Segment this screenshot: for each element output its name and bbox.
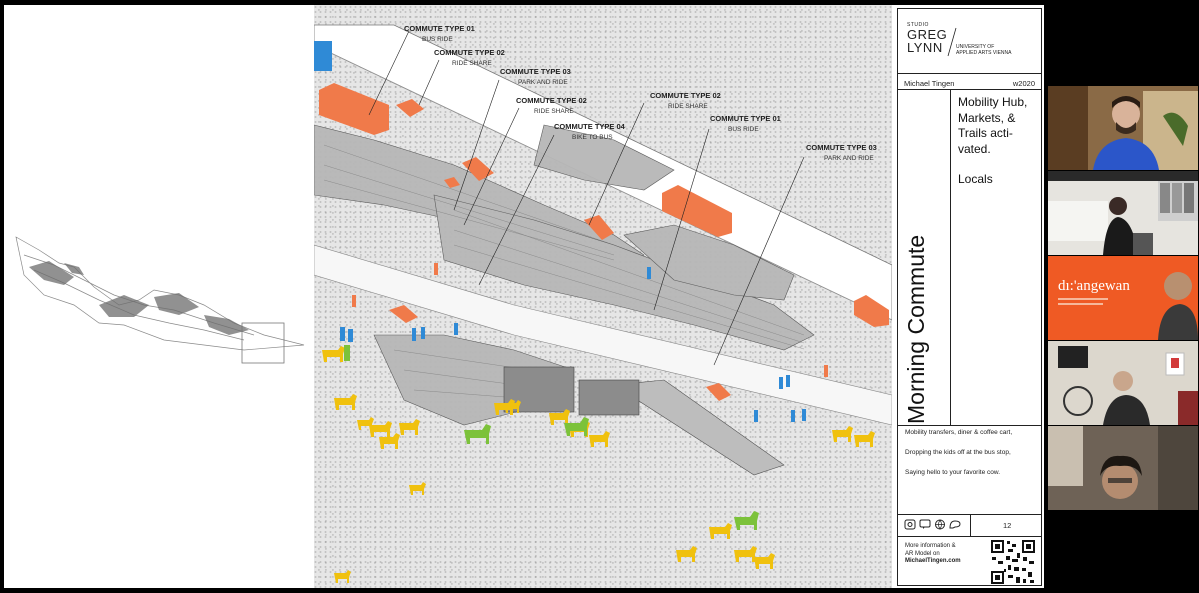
video-feed	[1048, 341, 1198, 425]
logo-univ-line2: APPLIED ARTS VIENNA	[956, 49, 1012, 56]
logo-univ-line1: UNIVERSITY OF	[956, 44, 995, 50]
canopy	[433, 194, 815, 351]
callout-commute-type-03: COMMUTE TYPE 03 PARK AND RIDE	[500, 68, 571, 86]
logo-university-text: UNIVERSITY OF APPLIED ARTS VIENNA	[956, 44, 1016, 57]
story-line-2: Dropping the kids off at the bus stop,	[905, 449, 1011, 456]
callout-subtitle: BUS RIDE	[422, 35, 453, 43]
callout-title: COMMUTE TYPE 02	[434, 48, 505, 57]
page-number: 12	[1003, 521, 1012, 530]
callout-title: COMMUTE TYPE 04	[554, 122, 625, 131]
social-icons	[904, 519, 962, 530]
callout-commute-type-02c: COMMUTE TYPE 02 RIDE SHARE	[650, 92, 721, 110]
canopy	[623, 224, 795, 301]
callout-title: COMMUTE TYPE 02	[516, 96, 587, 105]
panel-subheadline: Locals	[958, 172, 993, 186]
chat-icon[interactable]	[919, 519, 932, 530]
horses	[344, 345, 759, 530]
people	[340, 267, 806, 422]
callout-title: COMMUTE TYPE 01	[404, 24, 475, 33]
callout-commute-type-02: COMMUTE TYPE 02 RIDE SHARE	[434, 49, 505, 67]
rhino-icon[interactable]	[949, 519, 962, 530]
logo-slash-icon	[947, 27, 957, 57]
callout-commute-type-01b: COMMUTE TYPE 01 BUS RIDE	[710, 115, 781, 133]
callout-title: COMMUTE TYPE 03	[500, 67, 571, 76]
callout-subtitle: PARK AND RIDE	[518, 78, 568, 86]
info-panel: STUDIO GREG LYNN UNIVERSITY OF APPLIED A…	[897, 8, 1042, 586]
participant-tile-4[interactable]	[1048, 341, 1198, 425]
participant-tile-1[interactable]	[1048, 86, 1198, 170]
logo-lynn-text: LYNN	[907, 40, 943, 55]
instagram-icon[interactable]	[904, 519, 917, 530]
callout-title: COMMUTE TYPE 03	[806, 143, 877, 152]
callout-title: COMMUTE TYPE 01	[710, 114, 781, 123]
overview-zoom-frame	[241, 322, 285, 364]
video-feed	[1048, 171, 1198, 255]
more-info-text: More information & AR Model on MichaelTi…	[905, 543, 961, 566]
site-overview-drawing	[4, 5, 314, 588]
callout-subtitle: RIDE SHARE	[534, 107, 574, 115]
video-feed	[1058, 272, 1198, 340]
callout-subtitle: RIDE SHARE	[668, 102, 708, 110]
callout-subtitle: RIDE SHARE	[452, 59, 492, 67]
participant-tile-5[interactable]	[1048, 426, 1198, 510]
angewandte-logo-text: dı:'angewan	[1058, 278, 1130, 294]
more-line-2: AR Model on	[905, 550, 940, 557]
callout-commute-type-04: COMMUTE TYPE 04 BIKE TO BUS	[554, 123, 625, 141]
callout-subtitle: BUS RIDE	[728, 125, 759, 133]
qr-code-icon[interactable]	[990, 539, 1036, 585]
story-line-1: Mobility transfers, diner & coffee cart,	[905, 429, 1013, 436]
callout-commute-type-01: COMMUTE TYPE 01 BUS RIDE	[404, 25, 475, 43]
callout-commute-type-03b: COMMUTE TYPE 03 PARK AND RIDE	[806, 144, 877, 162]
axonometric-drawing: COMMUTE TYPE 01 BUS RIDE COMMUTE TYPE 02…	[314, 5, 892, 588]
callout-subtitle: BIKE TO BUS	[572, 133, 613, 141]
video-feed	[1048, 86, 1198, 170]
participant-tile-2[interactable]	[1048, 171, 1198, 255]
participant-tile-brand[interactable]: dı:'angewan	[1048, 256, 1198, 340]
callout-title: COMMUTE TYPE 02	[650, 91, 721, 100]
vehicles	[319, 83, 889, 401]
globe-icon[interactable]	[934, 519, 947, 530]
canopy	[533, 124, 675, 191]
logo-studio-text: STUDIO	[907, 22, 929, 28]
callout-leaders	[368, 30, 805, 366]
video-feed	[1048, 426, 1198, 510]
logo-greg-text: GREG	[907, 27, 948, 42]
callout-commute-type-02b: COMMUTE TYPE 02 RIDE SHARE	[516, 97, 587, 115]
website-link[interactable]: MichaelTingen.com	[905, 558, 961, 564]
author-name: Michael Tingen	[904, 79, 955, 88]
story-line-3: Saying hello to your favorite cow.	[905, 469, 1001, 476]
presentation-slide: COMMUTE TYPE 01 BUS RIDE COMMUTE TYPE 02…	[4, 5, 1044, 588]
callout-subtitle: PARK AND RIDE	[824, 154, 874, 162]
vertical-title: Morning Commute	[903, 234, 929, 424]
semester-label: w2020	[1012, 79, 1035, 88]
more-line-1: More information &	[905, 543, 956, 549]
panel-headline: Mobility Hub, Markets, & Trails acti-vat…	[958, 95, 1028, 156]
